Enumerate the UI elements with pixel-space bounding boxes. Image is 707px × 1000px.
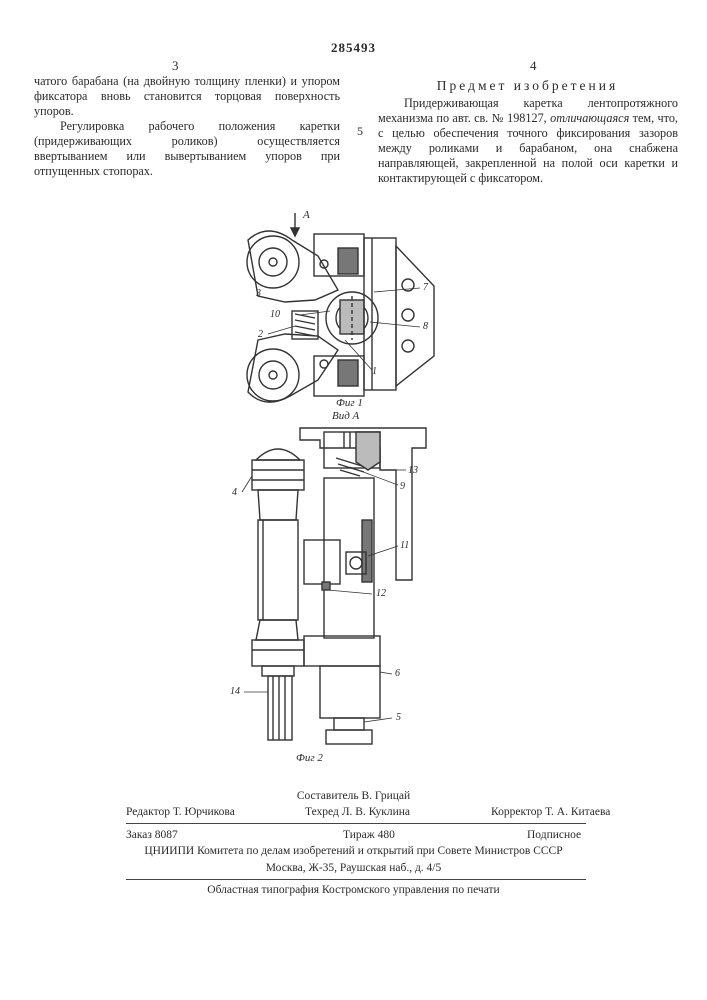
fig2-label-12: 12 xyxy=(376,588,386,599)
footer-rule-top xyxy=(126,823,586,824)
fig1-label-8: 8 xyxy=(423,321,428,332)
order-line: Заказ 8087 xyxy=(126,829,178,841)
fig1-label-10: 10 xyxy=(270,309,280,320)
fig1-label-3: 3 xyxy=(256,288,261,299)
fig2-label-13: 13 xyxy=(408,465,418,476)
fig2-label-6: 6 xyxy=(395,668,400,679)
techred-line: Техред Л. В. Куклина xyxy=(305,806,410,818)
fig1-label-7: 7 xyxy=(423,282,428,293)
circulation-line: Тираж 480 xyxy=(343,829,395,841)
corrector-line: Корректор Т. А. Китаева xyxy=(491,806,610,818)
footer-rule-bottom xyxy=(126,879,586,880)
printer-line: Областная типография Костромского управл… xyxy=(0,884,707,896)
arrow-a-label: А xyxy=(303,209,310,221)
fig1-caption: Фиг 1 xyxy=(336,397,363,409)
fig2-label-4: 4 xyxy=(232,487,237,498)
subscription-line: Подписное xyxy=(527,829,581,841)
fig2-label-11: 11 xyxy=(400,540,409,551)
fig2-label-9: 9 xyxy=(400,481,405,492)
editor-line: Редактор Т. Юрчикова xyxy=(126,806,235,818)
fig1-label-1: 1 xyxy=(372,366,377,377)
fig1-label-2: 2 xyxy=(258,329,263,340)
fig2-label-14: 14 xyxy=(230,686,240,697)
fig2-caption: Фиг 2 xyxy=(296,752,323,764)
org-line-1: ЦНИИПИ Комитета по делам изобретений и о… xyxy=(0,845,707,857)
org-line-2: Москва, Ж-35, Раушская наб., д. 4/5 xyxy=(0,862,707,874)
fig2-label-5: 5 xyxy=(396,712,401,723)
compiler-line: Составитель В. Грицай xyxy=(0,790,707,802)
view-a-caption: Вид А xyxy=(332,410,359,422)
